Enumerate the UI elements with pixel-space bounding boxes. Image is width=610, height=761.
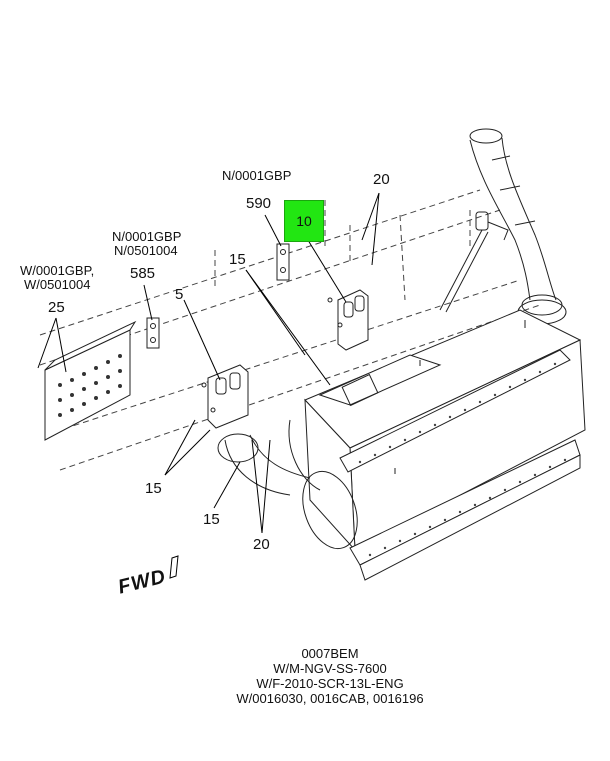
callout-10: 10 <box>296 213 312 229</box>
footer-line-2: W/M-NGV-SS-7600 <box>273 661 387 676</box>
perforation-pattern <box>358 362 567 557</box>
footer-line-1: 0007BEM <box>301 646 359 661</box>
leader-lines <box>37 192 380 534</box>
diagram-footer: 0007BEM W/M-NGV-SS-7600 W/F-2010-SCR-13L… <box>220 646 440 706</box>
callout-585: 585 <box>130 265 156 282</box>
callout-5: 5 <box>175 286 184 303</box>
callout-n0001gbp-left-a: N/0001GBP <box>112 229 182 244</box>
callout-15-left: 15 <box>145 480 162 497</box>
bracket-5 <box>201 364 249 429</box>
highlighted-part-10[interactable]: 10 <box>284 200 324 242</box>
bracket-10 <box>327 289 369 351</box>
footer-line-3: W/F-2010-SCR-13L-ENG <box>256 676 404 691</box>
exhaust-pipe <box>469 128 567 325</box>
callout-25: 25 <box>48 299 65 316</box>
footer-line-4: W/0016030, 0016CAB, 0016196 <box>236 691 424 706</box>
callout-w0001gbp-a: W/0001GBP, <box>20 263 95 278</box>
callout-20-bottom: 20 <box>253 536 270 553</box>
bracket-585 <box>146 317 160 349</box>
frame-rail-section <box>44 320 137 441</box>
aftertreatment-box <box>304 309 586 581</box>
callout-w0001gbp-b: W/0501004 <box>24 277 91 292</box>
callout-n0001gbp-top: N/0001GBP <box>222 168 292 183</box>
callout-15-bottom: 15 <box>203 511 220 528</box>
callout-15-top: 15 <box>229 251 246 268</box>
fwd-arrow-icon <box>169 555 179 579</box>
inlet-elbow <box>217 419 358 550</box>
pipe-clamp <box>439 211 509 313</box>
callout-20-top: 20 <box>373 171 390 188</box>
callout-n0001gbp-left-b: N/0501004 <box>114 243 178 258</box>
callout-590: 590 <box>246 195 272 212</box>
bracket-590 <box>276 243 290 281</box>
